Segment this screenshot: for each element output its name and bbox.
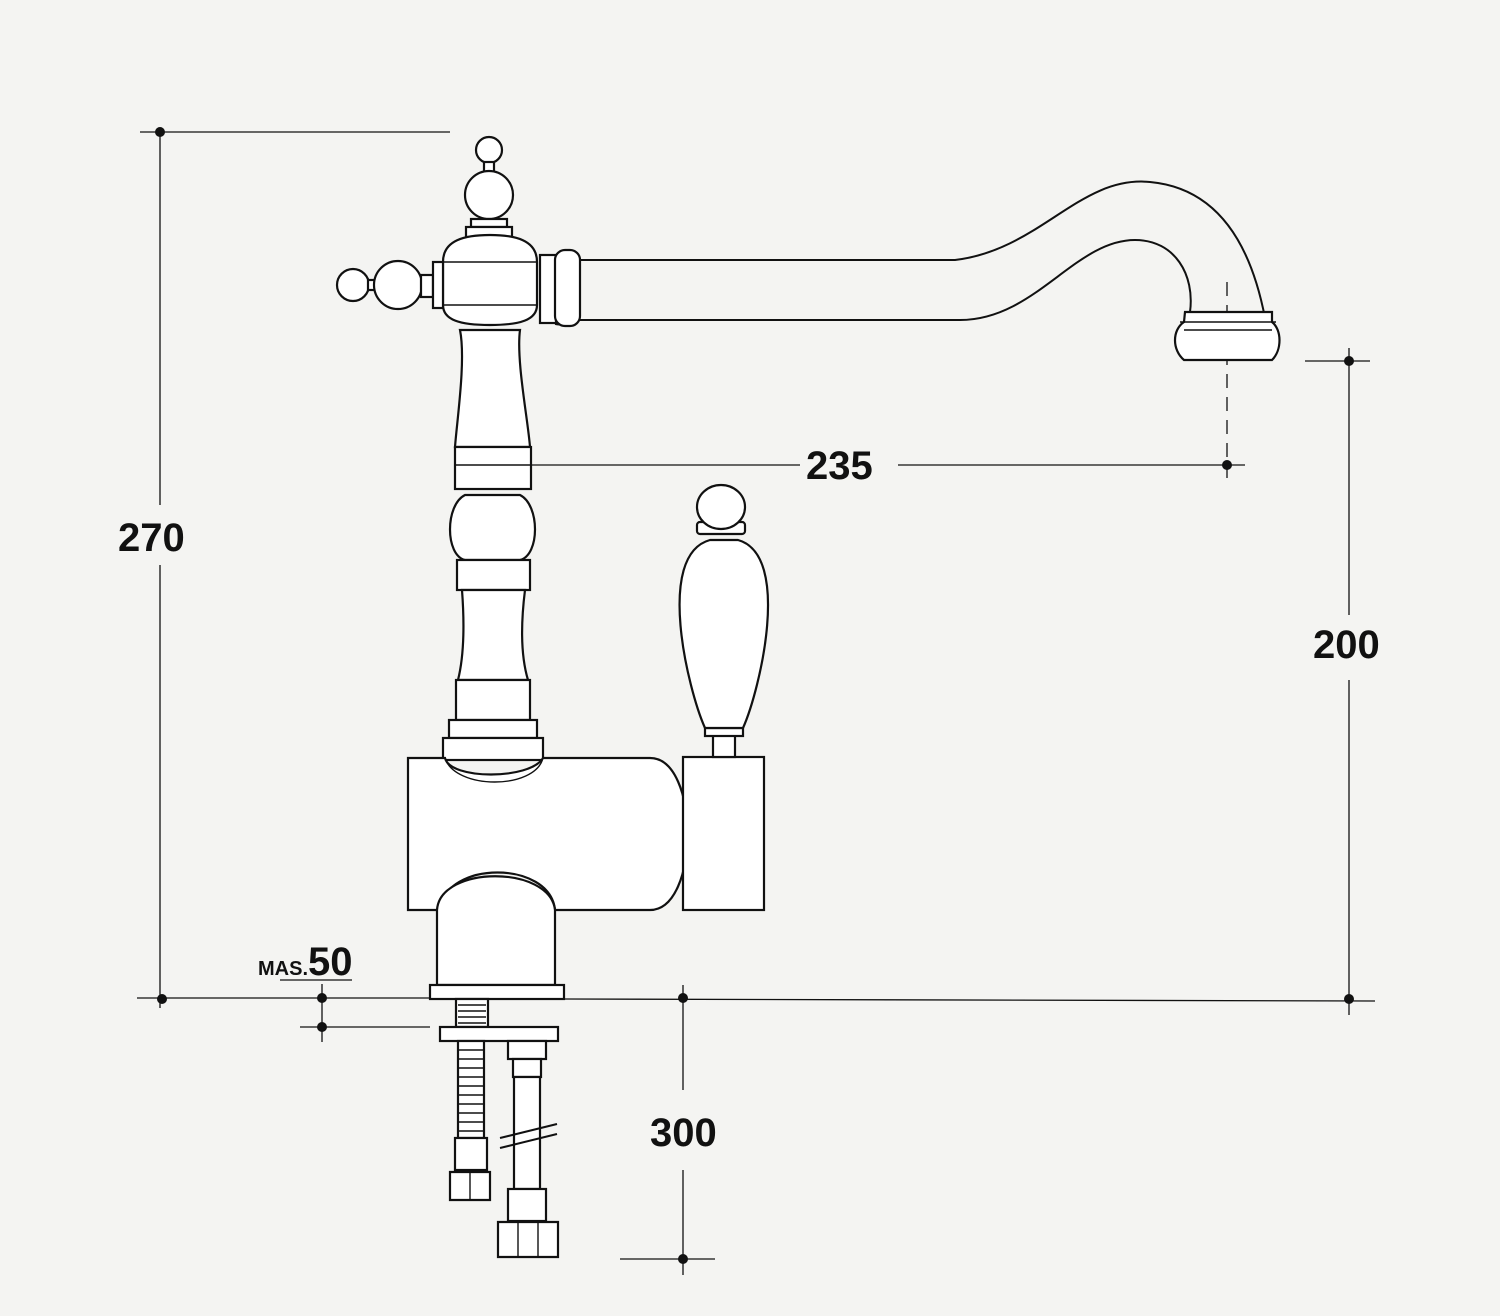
dimension-200: 200 [1305, 348, 1380, 1015]
dimension-270: 270 [118, 127, 450, 1008]
dimension-235: 235 [490, 282, 1245, 488]
base-pillar [428, 875, 566, 1001]
supply-hose [496, 1039, 560, 1259]
threaded-rod [448, 1039, 492, 1202]
deck-line [137, 997, 1376, 1002]
spout [578, 180, 1281, 362]
dimension-label-200: 200 [1313, 623, 1380, 667]
dimension-label-50: 50 [308, 940, 353, 984]
valve-housing [441, 233, 539, 327]
dimension-label-270: 270 [118, 516, 185, 560]
column-body [441, 328, 545, 762]
dimension-300: 300 [620, 985, 717, 1275]
lever-handle [678, 483, 770, 759]
mounting-assembly [438, 997, 560, 1043]
dimension-label-235: 235 [806, 444, 873, 488]
svg-text:MAS.50: MAS.50 [258, 940, 353, 984]
side-knob [335, 259, 445, 311]
spout-collar [538, 248, 582, 328]
dimension-label-300: 300 [650, 1111, 717, 1155]
dimension-max-50: MAS.50 [258, 940, 430, 1042]
top-finial [463, 135, 515, 239]
max-prefix: MAS. [258, 958, 308, 980]
side-lever-base [681, 755, 766, 912]
